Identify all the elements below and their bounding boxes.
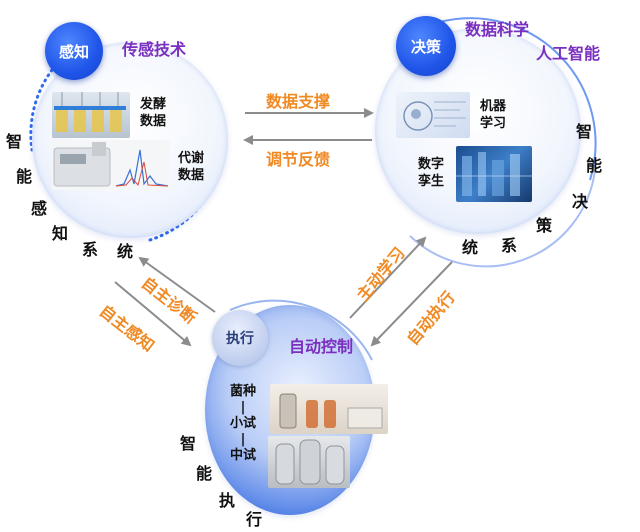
decision-arc-char-5: 系 — [501, 236, 518, 255]
decision-outer-arc — [439, 17, 597, 181]
label-data-support: 数据支撑 — [266, 92, 331, 111]
decision-title-data-science: 数据科学 — [465, 20, 530, 39]
digital-twin-photo — [456, 146, 532, 202]
perception-item-metabolism: 代谢数据 — [178, 151, 205, 183]
decision-arc-char-6: 统 — [462, 238, 479, 257]
machine-learning-photo — [396, 92, 470, 138]
execution-arc-char-3: 执 — [219, 491, 236, 510]
execution-stack: 菌种 | 小试 | 中试 — [230, 384, 257, 463]
perception-title: 传感技术 — [122, 40, 187, 59]
arrow-self-diagnosis — [138, 256, 216, 313]
execution-arc-char-4: 行 — [246, 510, 263, 529]
execution-outer-arc — [229, 299, 373, 361]
decision-title-ai: 人工智能 — [536, 44, 601, 63]
pilot-plant-photo — [268, 436, 350, 488]
fermentation-photo — [52, 92, 130, 138]
perception-item-fermentation: 发酵数据 — [140, 97, 167, 129]
execution-title: 自动控制 — [289, 337, 354, 356]
execution-arc-char-1: 智 — [180, 434, 197, 453]
perception-arc-char-3: 感 — [31, 199, 48, 218]
label-feedback: 调节反馈 — [266, 150, 331, 169]
perception-arc-char-2: 能 — [16, 167, 33, 186]
decision-arc-char-1: 智 — [576, 122, 593, 141]
perception-arc-char-5: 系 — [82, 240, 99, 259]
perception-dotted-arc — [29, 68, 54, 152]
lab-fermenter-photo — [270, 384, 388, 434]
arrow-active-learning — [349, 236, 427, 319]
perception-badge: 感知 — [45, 22, 103, 80]
decision-lower-arc — [409, 169, 596, 268]
decision-item-twin: 数字孪生 — [418, 157, 445, 189]
decision-badge: 决策 — [396, 16, 456, 76]
execution-arc-char-2: 能 — [196, 464, 213, 483]
execution-badge: 执行 — [212, 310, 268, 366]
arrow-self-perception — [114, 281, 192, 347]
arrow-auto-execution — [370, 261, 453, 347]
decision-arc-char-3: 决 — [572, 192, 589, 211]
perception-arc-char-4: 知 — [52, 224, 69, 243]
decision-arc-char-2: 能 — [586, 156, 603, 175]
perception-arc-char-6: 统 — [117, 242, 134, 261]
metabolism-photo — [52, 140, 170, 190]
perception-arc-char-1: 智 — [6, 132, 23, 151]
decision-arc-char-4: 策 — [536, 216, 553, 235]
decision-item-ml: 机器学习 — [480, 99, 507, 131]
